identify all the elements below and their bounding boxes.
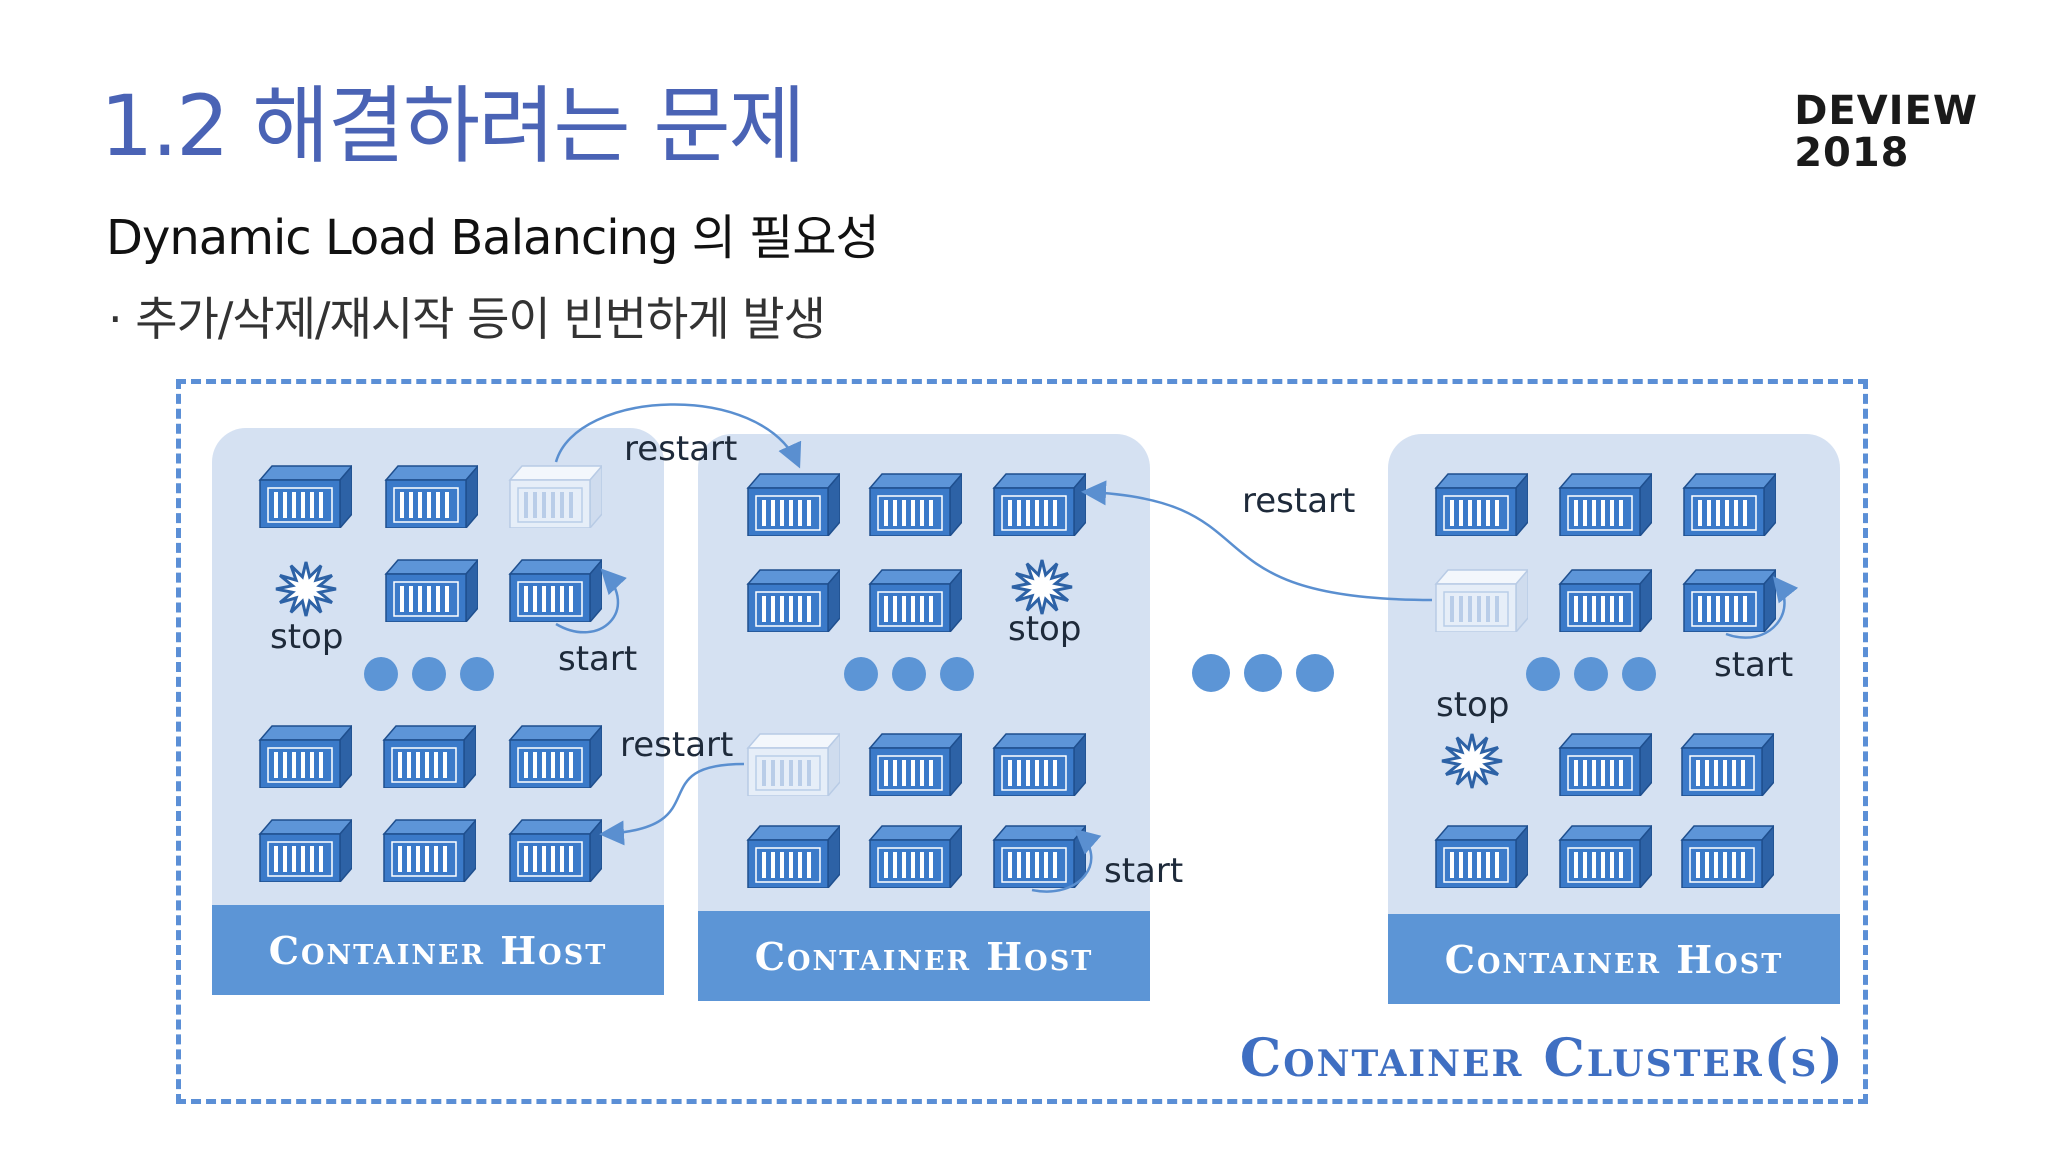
- container-icon: [866, 822, 962, 888]
- ellipsis-dots-between-hosts: [1192, 654, 1334, 692]
- slide-title: 1.2 해결하려는 문제: [100, 77, 806, 175]
- host-2-label: Container Host: [698, 911, 1150, 1001]
- ellipsis-dot: [364, 657, 398, 691]
- container-icon: [1432, 470, 1528, 536]
- host-1-label: Container Host: [212, 905, 664, 995]
- container-cluster: Container Cluster(s): [176, 379, 1868, 1104]
- ellipsis-dots-host-2: [844, 657, 974, 691]
- ellipsis-dot: [1192, 654, 1230, 692]
- explosion-icon: [1436, 730, 1508, 792]
- ellipsis-dot: [1574, 657, 1608, 691]
- container-icon: [380, 722, 476, 788]
- container-icon: [990, 730, 1086, 796]
- container-icon: [1680, 470, 1776, 536]
- bullet-point: · 추가/삭제/재시작 등이 빈번하게 발생: [108, 292, 826, 346]
- container-icon: [506, 816, 602, 882]
- ellipsis-dots-host-1: [364, 657, 494, 691]
- restart-label: restart: [1242, 481, 1356, 521]
- container-icon: [382, 462, 478, 528]
- ellipsis-dot: [412, 657, 446, 691]
- container-icon: [256, 462, 352, 528]
- start-label: start: [1104, 851, 1184, 891]
- container-icon-restarting: [744, 730, 840, 796]
- cluster-label: Container Cluster(s): [1239, 1028, 1845, 1089]
- ellipsis-dot: [940, 657, 974, 691]
- logo-line-2: 2018: [1794, 130, 1910, 176]
- container-icon: [866, 566, 962, 632]
- stop-label: stop: [1008, 609, 1082, 649]
- container-icon: [1680, 566, 1776, 632]
- container-icon: [382, 556, 478, 622]
- container-icon: [1432, 822, 1528, 888]
- container-icon: [1556, 822, 1652, 888]
- ellipsis-dot: [1244, 654, 1282, 692]
- restart-label: restart: [624, 429, 738, 469]
- explosion-icon: [1006, 556, 1078, 618]
- ellipsis-dot: [460, 657, 494, 691]
- stop-label: stop: [270, 617, 344, 657]
- restart-label: restart: [620, 725, 734, 765]
- container-icon: [1678, 730, 1774, 796]
- container-icon: [1556, 470, 1652, 536]
- ellipsis-dot: [1526, 657, 1560, 691]
- stop-label: stop: [1436, 685, 1510, 725]
- logo-line-1: DEVIEW: [1794, 88, 1978, 134]
- container-icon: [506, 556, 602, 622]
- container-icon: [380, 816, 476, 882]
- container-icon: [866, 730, 962, 796]
- ellipsis-dots-host-3: [1526, 657, 1656, 691]
- ellipsis-dot: [844, 657, 878, 691]
- slide-subtitle: Dynamic Load Balancing 의 필요성: [106, 210, 880, 266]
- container-icon: [256, 816, 352, 882]
- container-icon: [256, 722, 352, 788]
- container-icon: [1556, 730, 1652, 796]
- explosion-icon: [270, 558, 342, 620]
- container-icon: [1556, 566, 1652, 632]
- container-icon: [1678, 822, 1774, 888]
- ellipsis-dot: [1296, 654, 1334, 692]
- start-label: start: [558, 639, 638, 679]
- container-icon: [744, 470, 840, 536]
- deview-logo: DEVIEW 2018: [1794, 90, 1978, 174]
- container-icon: [744, 566, 840, 632]
- container-icon: [744, 822, 840, 888]
- container-icon: [990, 822, 1086, 888]
- container-icon-restarting: [506, 462, 602, 528]
- container-icon-restarting: [1432, 566, 1528, 632]
- container-icon: [506, 722, 602, 788]
- host-3-label: Container Host: [1388, 914, 1840, 1004]
- ellipsis-dot: [1622, 657, 1656, 691]
- start-label: start: [1714, 645, 1794, 685]
- container-icon: [866, 470, 962, 536]
- container-icon: [990, 470, 1086, 536]
- ellipsis-dot: [892, 657, 926, 691]
